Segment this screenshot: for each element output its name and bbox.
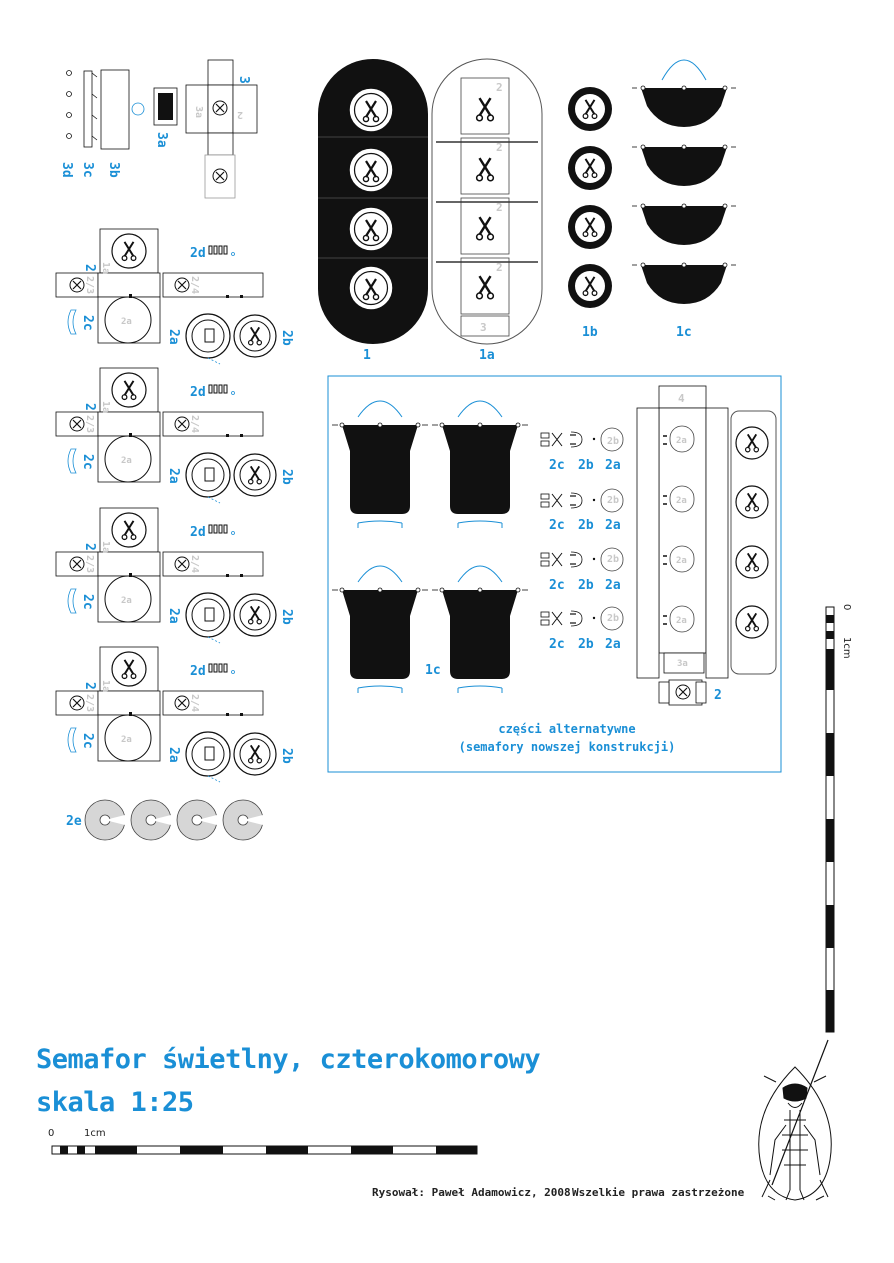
label-3b: 3b xyxy=(106,162,121,178)
label-2b: 2b xyxy=(279,330,294,346)
label-2c: 2c xyxy=(549,637,565,652)
label-3a: 3a xyxy=(154,132,169,148)
alt-row-labels: 2c 2b 2a 2c 2b 2a 2c 2b 2a 2c 2b 2a xyxy=(549,458,621,652)
label-2b-ghost: 2b xyxy=(607,554,619,565)
label-2c: 2c xyxy=(549,578,565,593)
page-title: Semafor świetlny, czterokomorowy xyxy=(36,1044,541,1075)
label-2-4: 2/4 xyxy=(189,276,200,294)
part-2e-discs xyxy=(84,799,268,841)
label-3: 3 xyxy=(236,76,251,84)
alt-caption-line1: części alternatywne xyxy=(498,722,635,736)
label-2c: 2c xyxy=(549,458,565,473)
label-3c: 3c xyxy=(80,162,95,178)
label-3a-ghost: 3a xyxy=(677,659,688,669)
label-1: 1 xyxy=(363,348,371,363)
page-subtitle-scale: skala 1:25 xyxy=(36,1087,194,1118)
label-2a: 2a xyxy=(605,637,621,652)
part-3-group xyxy=(66,59,258,199)
label-2-ghost: 2 xyxy=(496,261,503,274)
label-2b-ghost: 2b xyxy=(607,613,619,624)
label-2-ghost: 2 xyxy=(496,81,503,94)
credits-author: Rysował: Paweł Adamowicz, 2008 xyxy=(372,1186,571,1199)
label-2a: 2a xyxy=(166,329,181,345)
label-2b-ghost: 2b xyxy=(607,436,619,447)
label-1c: 1c xyxy=(676,325,692,340)
vscale-zero: 0 xyxy=(841,604,852,610)
label-2-ghost: 2 xyxy=(496,141,503,154)
label-2a-ghost: 2a xyxy=(676,496,687,506)
label-2a-ghost: 2a xyxy=(676,556,687,566)
label-2a: 2a xyxy=(605,578,621,593)
label-3d: 3d xyxy=(59,162,74,178)
part-1a-outline xyxy=(431,58,543,345)
part-1b-lenses xyxy=(568,87,612,308)
hscale-unit: 1cm xyxy=(84,1128,106,1139)
label-1a-ghost: 1a xyxy=(100,262,111,274)
label-2d: 2d xyxy=(190,246,206,261)
label-2a-ghost: 2a xyxy=(676,616,687,626)
part-2-group xyxy=(56,368,294,503)
label-1a: 1a xyxy=(479,348,495,363)
label-2b: 2b xyxy=(578,637,594,652)
label-2a: 2a xyxy=(605,518,621,533)
alternative-parts-box xyxy=(327,375,782,773)
label-2b: 2b xyxy=(578,518,594,533)
label-2-ghost: 2 xyxy=(237,109,243,120)
part-2-group xyxy=(56,647,294,782)
label-4: 4 xyxy=(678,392,685,405)
credits-rights: Wszelkie prawa zastrzeżone xyxy=(572,1186,745,1199)
label-2a-ghost: 2a xyxy=(121,317,132,327)
label-2b: 2b xyxy=(578,578,594,593)
label-2a-ghost: 2a xyxy=(676,436,687,446)
label-3a-ghost: 3a xyxy=(193,106,204,118)
hscale-zero: 0 xyxy=(48,1128,54,1139)
label-1c: 1c xyxy=(425,663,441,678)
label-2: 2 xyxy=(82,264,97,272)
vscale-unit: 1cm xyxy=(841,637,852,659)
label-2e: 2e xyxy=(66,814,82,829)
mascot-figure xyxy=(758,1039,832,1201)
horizontal-scale-bar xyxy=(51,1145,478,1155)
label-2: 2 xyxy=(714,688,722,703)
label-2a: 2a xyxy=(605,458,621,473)
label-2-ghost: 2 xyxy=(496,201,503,214)
alt-caption-line2: (semafory nowszej konstrukcji) xyxy=(459,740,676,754)
label-2-3: 2/3 xyxy=(84,276,95,294)
label-2c: 2c xyxy=(80,315,95,331)
label-2c: 2c xyxy=(549,518,565,533)
label-2b: 2b xyxy=(578,458,594,473)
label-2b-ghost: 2b xyxy=(607,495,619,506)
part-2-group xyxy=(56,508,294,643)
vertical-scale-bar xyxy=(825,606,835,1033)
label-1b: 1b xyxy=(582,325,598,340)
label-3-ghost: 3 xyxy=(480,321,487,334)
part-1c-visors xyxy=(631,59,737,305)
part-2-group: 2 1a 2/3 2/4 2a 2d 2c 2a 2b xyxy=(55,228,294,365)
part-1-signal-head xyxy=(318,59,428,344)
